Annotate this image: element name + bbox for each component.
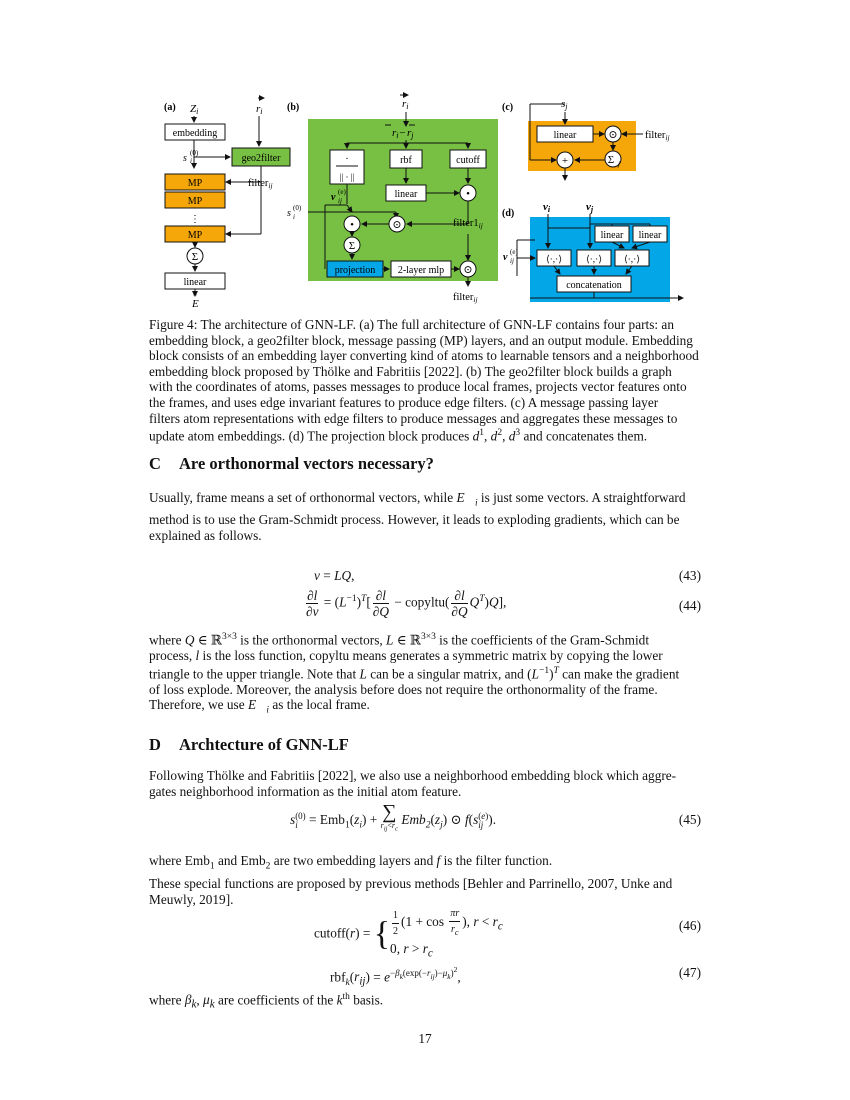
caption-line-last: update atom embeddings. (d) The projecti… [149, 428, 648, 444]
equation-number: (43) [678, 568, 701, 583]
page-number: 17 [418, 1031, 432, 1046]
vi-label: vi [543, 201, 551, 214]
svg-text:projection: projection [335, 265, 376, 276]
v-ij-label: v [331, 192, 336, 203]
panel-a-label: (a) [164, 102, 176, 113]
caption-line: with the coordinates of atoms, passes me… [149, 379, 687, 395]
svg-text:ij: ij [510, 257, 514, 265]
svg-text:ri: ri [402, 98, 409, 111]
paragraph: Following Thölke and Fabritiis [2022], w… [149, 768, 677, 799]
svg-text:MP: MP [188, 178, 203, 189]
svg-text:cutoff: cutoff [456, 155, 480, 166]
svg-text:(0): (0) [190, 149, 199, 157]
svg-text:(e): (e) [338, 188, 346, 196]
filter-out-label: filterij [453, 292, 478, 304]
svg-text:^: ^ [193, 290, 197, 299]
filter-label-a: filterij [248, 178, 273, 190]
svg-text:2-layer mlp: 2-layer mlp [398, 265, 444, 276]
equation-number: (47) [678, 965, 701, 980]
svg-text:geo2filter: geo2filter [242, 153, 282, 164]
equation-number: (46) [678, 918, 701, 933]
svg-text:⊙: ⊙ [608, 129, 617, 141]
vj-label: vj [586, 201, 594, 214]
svg-text:Σ: Σ [608, 154, 614, 166]
svg-text:|| · ||: || · || [340, 172, 355, 182]
panel-d-label: (d) [502, 208, 514, 219]
sum-node-c [604, 150, 622, 168]
paragraph: where Q ∈ ℝ3×3 is the orthonormal vector… [149, 632, 680, 716]
vij-label-d: v [503, 252, 508, 263]
rdiff-label: ri−rj [392, 127, 414, 140]
s0-label-b: s [287, 208, 291, 219]
figure-4-diagram: (a) Zi ri embedding s (0) i geo2filter f… [164, 92, 684, 310]
svg-text:+: + [562, 155, 568, 167]
caption-line: the frames, and uses edge invariant feat… [149, 394, 659, 410]
equation-43: v = LQ, [314, 568, 355, 583]
svg-text:embedding: embedding [173, 128, 217, 139]
normalize-box [329, 149, 365, 185]
svg-text:linear: linear [554, 130, 577, 141]
svg-text:Σ: Σ [349, 240, 355, 252]
svg-text:i: i [293, 213, 295, 221]
svg-text:⟨·,·⟩: ⟨·,·⟩ [546, 254, 562, 265]
svg-text:i: i [190, 157, 192, 165]
svg-text:j: j [617, 160, 620, 168]
panel-c: (c) sj linear ⊙ filterij Σ j + [502, 98, 670, 181]
equation-number: (45) [678, 812, 701, 827]
svg-text:⊙: ⊙ [463, 264, 472, 276]
svg-text:MP: MP [188, 230, 203, 241]
svg-text:·: · [345, 154, 348, 165]
svg-text:(e): (e) [510, 248, 518, 256]
paragraph: where Emb1 and Emb2 are two embedding la… [149, 853, 553, 872]
caption-line: embedding block proposed by Thölke and F… [149, 363, 672, 379]
svg-text:(0): (0) [293, 204, 302, 212]
caption-line: filters atom representations with edge f… [149, 410, 678, 426]
svg-text:⟨·,·⟩: ⟨·,·⟩ [586, 254, 602, 265]
r-input-label: ri [256, 103, 263, 116]
figure-caption: Figure 4: The architecture of GNN-LF. (a… [149, 317, 701, 444]
paragraph: These special functions are proposed by … [149, 876, 673, 907]
svg-text:linear: linear [601, 230, 624, 241]
caption-line: block consists of an embedding layer con… [149, 348, 699, 364]
svg-text:concatenation: concatenation [566, 280, 622, 291]
caption-line: embedding block, a geo2filter block, mes… [149, 332, 693, 348]
panel-d: (d) vi vj linear linear v (e) ij ⟨·,·⟩ ⟨… [502, 201, 684, 302]
mp-dots: ⋮ [190, 214, 200, 225]
panel-b: (b) ri ri−rj · || · || rbf cutoff linear… [287, 92, 498, 304]
equation-47: rbfk(rij) = e−βk(exp(−rij)−μk)2, [330, 965, 461, 989]
filter1-label: filter1ij [453, 218, 483, 230]
output-label: E [191, 298, 199, 310]
svg-text:rbf: rbf [400, 155, 412, 166]
paragraph: where βk, μk are coefficients of the kth… [149, 992, 384, 1012]
svg-text:•: • [466, 188, 470, 200]
panel-c-label: (c) [502, 102, 513, 113]
filter-label-c: filterij [645, 130, 670, 142]
embedding-box [164, 123, 226, 141]
mp-box-1 [164, 173, 226, 191]
mp-box-2 [164, 191, 226, 209]
svg-text:MP: MP [188, 196, 203, 207]
panel-a: (a) Zi ri embedding s (0) i geo2filter f… [164, 95, 291, 310]
equation-number: (44) [678, 598, 701, 613]
svg-text:⊙: ⊙ [392, 219, 401, 231]
svg-text:⟨·,·⟩: ⟨·,·⟩ [624, 254, 640, 265]
svg-text:linear: linear [184, 277, 207, 288]
svg-text:linear: linear [395, 189, 418, 200]
caption-line: Figure 4: The architecture of GNN-LF. (a… [149, 317, 674, 332]
equation-45: s(0)i = Emb1(zi) + ∑rij<rc Emb2(zj) ⊙ f(… [290, 801, 497, 833]
svg-text:Σ: Σ [192, 251, 198, 263]
svg-text:ij: ij [338, 197, 342, 205]
svg-text:•: • [350, 219, 354, 231]
s0-label: s [183, 153, 187, 164]
svg-text:linear: linear [639, 230, 662, 241]
paragraph: Usually, frame means a set of orthonorma… [149, 490, 686, 543]
panel-b-label: (b) [287, 102, 299, 113]
z-input-label: Zi [190, 103, 198, 116]
